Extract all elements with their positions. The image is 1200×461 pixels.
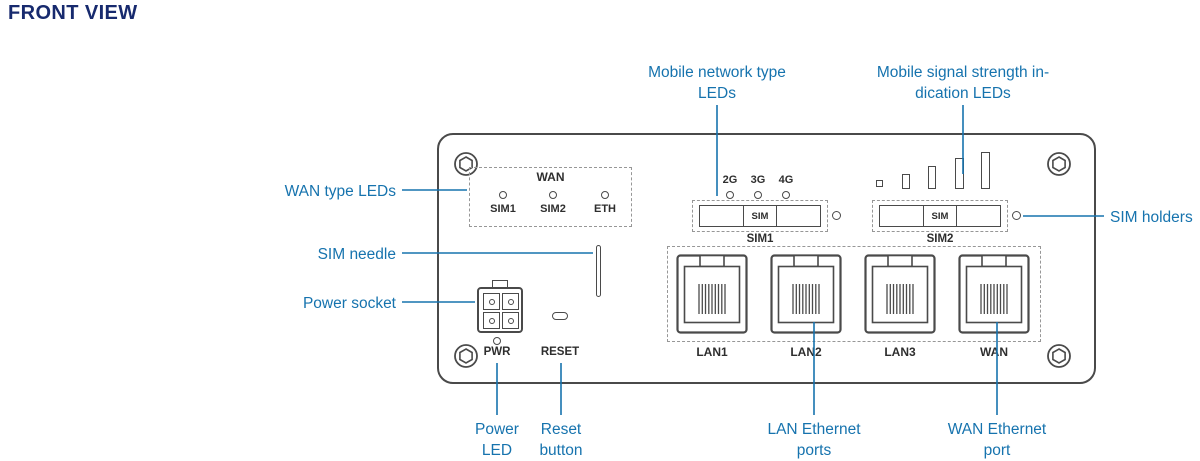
reset-button-icon (552, 312, 568, 320)
callout-power-led: Power LED (475, 421, 519, 459)
port-label-lan2: LAN2 (790, 345, 822, 359)
3g-led-icon (754, 191, 762, 199)
ethernet-ports-group (667, 246, 1041, 342)
signal-bar-icon (981, 152, 990, 189)
network-led-2g: 2G (716, 174, 744, 199)
wan-led-sim2: SIM2 (533, 191, 573, 216)
led-label: 4G (778, 174, 794, 186)
power-pin-icon (502, 293, 519, 310)
port-label-wan: WAN (980, 345, 1008, 359)
sim2-label: SIM2 (926, 233, 954, 245)
sim1-holder: SIM (699, 205, 821, 227)
2g-led-icon (726, 191, 734, 199)
led-label: ETH (594, 203, 616, 215)
4g-led-icon (782, 191, 790, 199)
sim-slot-segment (700, 206, 743, 226)
corner-screw-icon (1047, 152, 1071, 176)
power-led-device-label: PWR (483, 346, 511, 358)
sim2-holder-group (872, 200, 1008, 232)
led-label: SIM1 (490, 203, 516, 215)
rj45-port-lan1-icon (676, 254, 748, 334)
rj45-port-lan2-icon (770, 254, 842, 334)
sim-slot-segment (957, 206, 1000, 226)
pin-hole-icon (488, 317, 495, 324)
sim1-holder-group (692, 200, 828, 232)
wan-led-eth: ETH (585, 191, 625, 216)
signal-bar-icon (955, 158, 964, 189)
sim-needle-icon (596, 245, 601, 297)
callout-mobile-signal-strength-leds: Mobile signal strength in- dication LEDs (876, 64, 1050, 102)
port-label-lan1: LAN1 (696, 345, 728, 359)
callout-wan-ethernet-port: WAN Ethernet port (947, 421, 1047, 459)
pin-hole-icon (507, 298, 514, 305)
page-title: FRONT VIEW (8, 2, 138, 24)
wan-panel-title: WAN (536, 170, 565, 184)
rj45-port-wan-icon (958, 254, 1030, 334)
sim1-label: SIM1 (746, 233, 774, 245)
eth-led-icon (601, 191, 609, 199)
signal-bar-icon (902, 174, 910, 189)
callout-reset-button: Reset button (539, 421, 583, 459)
network-led-4g: 4G (772, 174, 800, 199)
power-pin-icon (502, 312, 519, 329)
corner-screw-icon (454, 344, 478, 368)
sim2-holder: SIM (879, 205, 1001, 227)
sim2-led-icon (549, 191, 557, 199)
led-label: 2G (722, 174, 738, 186)
sim2-eject-hole-icon (1012, 211, 1021, 220)
callout-sim-needle: SIM needle (317, 246, 396, 263)
wan-led-sim1: SIM1 (483, 191, 523, 216)
corner-screw-icon (454, 152, 478, 176)
sim-slot-segment (880, 206, 923, 226)
sim-slot-text: SIM (923, 206, 957, 226)
reset-device-label: RESET (540, 346, 580, 358)
callout-wan-type-leds: WAN type LEDs (284, 183, 396, 200)
network-led-3g: 3G (744, 174, 772, 199)
callout-sim-holders: SIM holders (1110, 209, 1193, 226)
callout-power-socket: Power socket (302, 295, 396, 312)
port-label-lan3: LAN3 (884, 345, 916, 359)
power-led-icon (493, 337, 501, 345)
power-pin-icon (483, 312, 500, 329)
signal-bar-icon (876, 180, 883, 187)
callout-lan-ethernet-ports: LAN Ethernet ports (767, 421, 861, 459)
wan-led-panel (469, 167, 632, 227)
led-label: SIM2 (540, 203, 566, 215)
signal-bar-icon (928, 166, 936, 189)
sim1-led-icon (499, 191, 507, 199)
sim-slot-segment (777, 206, 820, 226)
pin-hole-icon (507, 317, 514, 324)
led-label: 3G (750, 174, 766, 186)
sim1-eject-hole-icon (832, 211, 841, 220)
corner-screw-icon (1047, 344, 1071, 368)
power-pin-icon (483, 293, 500, 310)
rj45-port-lan3-icon (864, 254, 936, 334)
callout-mobile-network-type-leds: Mobile network type LEDs (648, 64, 786, 102)
sim-slot-text: SIM (743, 206, 777, 226)
pin-hole-icon (488, 298, 495, 305)
